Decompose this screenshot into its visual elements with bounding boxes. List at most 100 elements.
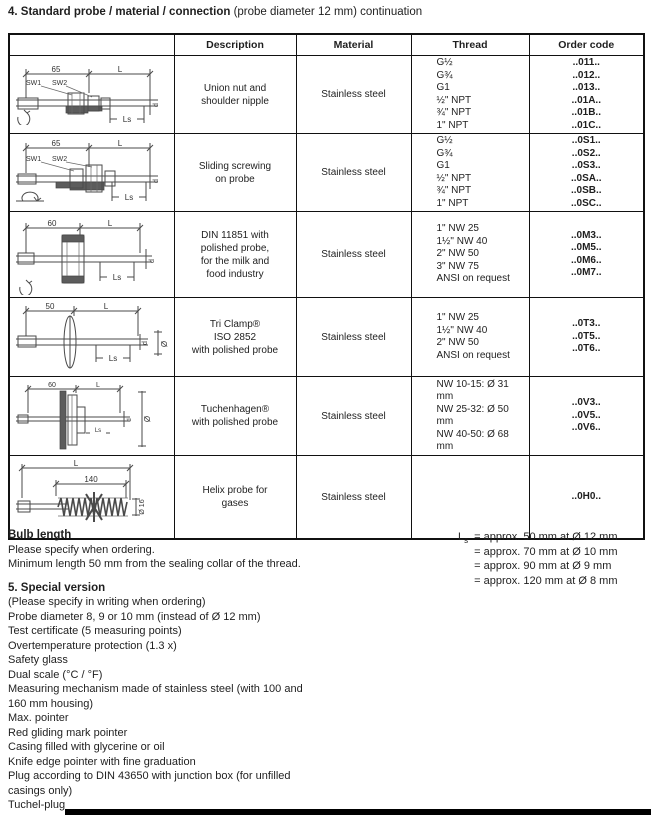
- special-version-item: Overtemperature protection (1.3 x): [8, 639, 177, 652]
- description-cell: Helix probe for gases: [173, 455, 297, 540]
- material-cell: Stainless steel: [295, 297, 412, 377]
- special-version-item: Tuchel-plug: [8, 799, 66, 811]
- bulb-length-heading: Bulb length: [8, 529, 72, 541]
- diagram-cell: 65 L SW1 SW2 d Ls: [8, 133, 175, 212]
- description-cell: Tuchenhagen® with polished probe: [173, 376, 297, 456]
- sliding-screwing-diagram: 65 L SW1 SW2 d Ls: [15, 139, 160, 202]
- thread-cell: G½ G¾ G1 ½" NPT ¾" NPT 1" NPT: [410, 55, 530, 134]
- material-cell: Stainless steel: [295, 55, 412, 134]
- table-row: 60 L Ls d DIN 11851 with polished probe,…: [8, 211, 645, 298]
- special-version-item: Max. pointer: [8, 712, 69, 724]
- ls-value-line: = approx. 50 mm at Ø 12 mm: [474, 531, 618, 543]
- svg-text:65: 65: [51, 139, 60, 148]
- svg-text:Ls: Ls: [109, 354, 117, 363]
- material-cell: Stainless steel: [295, 376, 412, 456]
- special-version-item: Casing filled with glycerine or oil: [8, 741, 165, 753]
- special-version-item: Dual scale (°C / °F): [8, 668, 103, 681]
- diagram-cell: 65 L SW1 SW2 d Ls: [8, 55, 175, 134]
- header-description: Description: [173, 33, 297, 56]
- svg-text:d: d: [153, 178, 160, 182]
- ls-symbol: Ls: [458, 531, 469, 546]
- svg-text:Ls: Ls: [123, 115, 131, 124]
- svg-text:d: d: [142, 341, 149, 345]
- table-row: 60 L Ls d Ø Tuchenhagen® with polished: [8, 376, 645, 456]
- table-row: 50 L Ls d Ø Tri Clamp® ISO 2852 with pol…: [8, 297, 645, 377]
- special-version-item: Red gliding mark pointer: [8, 726, 128, 739]
- table-row: 65 L SW1 SW2 d Ls: [8, 133, 645, 212]
- svg-text:60: 60: [47, 219, 56, 228]
- svg-text:SW2: SW2: [52, 80, 67, 87]
- svg-text:Ls: Ls: [95, 428, 101, 434]
- description-cell: Tri Clamp® ISO 2852 with polished probe: [173, 297, 297, 377]
- material-cell: Stainless steel: [295, 211, 412, 298]
- svg-text:L: L: [108, 219, 113, 228]
- material-cell: Stainless steel: [295, 455, 412, 540]
- table-header-row: Description Material Thread Order code: [8, 33, 645, 56]
- probe-connection-table: Description Material Thread Order code 6…: [8, 33, 645, 540]
- svg-text:Ø: Ø: [160, 341, 169, 347]
- special-version-item: Safety glass: [8, 654, 68, 666]
- thread-cell: 1" NW 25 1½" NW 40 2" NW 50 ANSI on requ…: [410, 297, 530, 377]
- diagram-cell: 50 L Ls d Ø: [8, 297, 175, 377]
- order-code-cell: ..0V3.. ..0V5.. ..0V6..: [528, 376, 645, 456]
- svg-text:50: 50: [45, 302, 54, 311]
- svg-text:Ls: Ls: [113, 273, 121, 282]
- din-11851-diagram: 60 L Ls d: [15, 219, 156, 295]
- section-title-bold: 4. Standard probe / material / connectio…: [8, 6, 231, 18]
- special-version-item: (Please specify in writing when ordering…: [8, 596, 206, 608]
- svg-text:d: d: [153, 102, 160, 106]
- helix-probe-diagram: L 140 Ø 16: [15, 459, 146, 522]
- special-version-item: Knife edge pointer with fine graduation: [8, 755, 196, 768]
- table-row: L 140 Ø 16 Helix probe for gases: [8, 455, 645, 540]
- header-thread: Thread: [410, 33, 530, 56]
- thread-cell: 1" NW 25 1½" NW 40 2" NW 50 3" NW 75 ANS…: [410, 211, 530, 298]
- svg-text:Ø 16: Ø 16: [139, 499, 146, 514]
- svg-text:L: L: [96, 382, 100, 389]
- table-row: 65 L SW1 SW2 d Ls: [8, 55, 645, 134]
- header-order-code: Order code: [528, 33, 645, 56]
- section-title-rest: (probe diameter 12 mm) continuation: [230, 6, 423, 18]
- description-cell: DIN 11851 with polished probe, for the m…: [173, 211, 297, 298]
- special-version-heading: 5. Special version: [8, 581, 106, 594]
- ls-value-line: = approx. 90 mm at Ø 9 mm: [474, 560, 612, 572]
- svg-text:SW1: SW1: [26, 80, 41, 87]
- svg-text:L: L: [74, 459, 79, 468]
- section-title: 4. Standard probe / material / connectio…: [8, 6, 422, 18]
- footer-bar: [65, 809, 651, 815]
- diagram-cell: 60 L Ls d Ø: [8, 376, 175, 456]
- ls-value-line: = approx. 120 mm at Ø 8 mm: [474, 574, 618, 587]
- ls-value-line: = approx. 70 mm at Ø 10 mm: [474, 545, 618, 558]
- svg-text:d: d: [127, 418, 133, 421]
- svg-text:L: L: [118, 65, 123, 74]
- special-version-item: Measuring mechanism made of stainless st…: [8, 683, 303, 710]
- diagram-cell: L 140 Ø 16: [8, 455, 175, 540]
- tri-clamp-diagram: 50 L Ls d Ø: [15, 302, 169, 369]
- order-code-cell: ..0H0..: [528, 455, 645, 540]
- bulb-length-line: Minimum length 50 mm from the sealing co…: [8, 558, 301, 570]
- thread-cell: NW 10-15: Ø 31 mm NW 25-32: Ø 50 mm NW 4…: [410, 376, 530, 456]
- svg-text:L: L: [118, 139, 123, 148]
- svg-text:140: 140: [84, 475, 98, 484]
- special-version-item: Test certificate (5 measuring points): [8, 625, 182, 637]
- svg-text:L: L: [104, 302, 109, 311]
- order-code-cell: ..0T3.. ..0T5.. ..0T6..: [528, 297, 645, 377]
- bulb-length-line: Please specify when ordering.: [8, 543, 155, 556]
- thread-cell: [410, 455, 530, 540]
- description-cell: Sliding screwing on probe: [173, 133, 297, 212]
- header-material: Material: [295, 33, 412, 56]
- order-code-cell: ..0S1.. ..0S2.. ..0S3.. ..0SA.. ..0SB.. …: [528, 133, 645, 212]
- order-code-cell: ..0M3.. ..0M5.. ..0M6.. ..0M7..: [528, 211, 645, 298]
- svg-text:d: d: [149, 258, 156, 262]
- tuchenhagen-diagram: 60 L Ls d Ø: [15, 382, 152, 450]
- union-nut-diagram: 65 L SW1 SW2 d Ls: [15, 65, 160, 125]
- svg-text:Ls: Ls: [125, 193, 133, 202]
- svg-text:SW1: SW1: [26, 156, 41, 163]
- bulb-length-ls-table: Ls = approx. 50 mm at Ø 12 mm = approx. …: [458, 530, 618, 588]
- notes-column: Bulb length Please specify when ordering…: [8, 528, 453, 813]
- svg-text:60: 60: [48, 382, 56, 389]
- order-code-cell: ..011.. ..012.. ..013.. ..01A.. ..01B.. …: [528, 55, 645, 134]
- special-version-item: Probe diameter 8, 9 or 10 mm (instead of…: [8, 610, 261, 623]
- svg-text:Ø: Ø: [143, 416, 152, 422]
- special-version-item: Plug according to DIN 43650 with junctio…: [8, 770, 291, 797]
